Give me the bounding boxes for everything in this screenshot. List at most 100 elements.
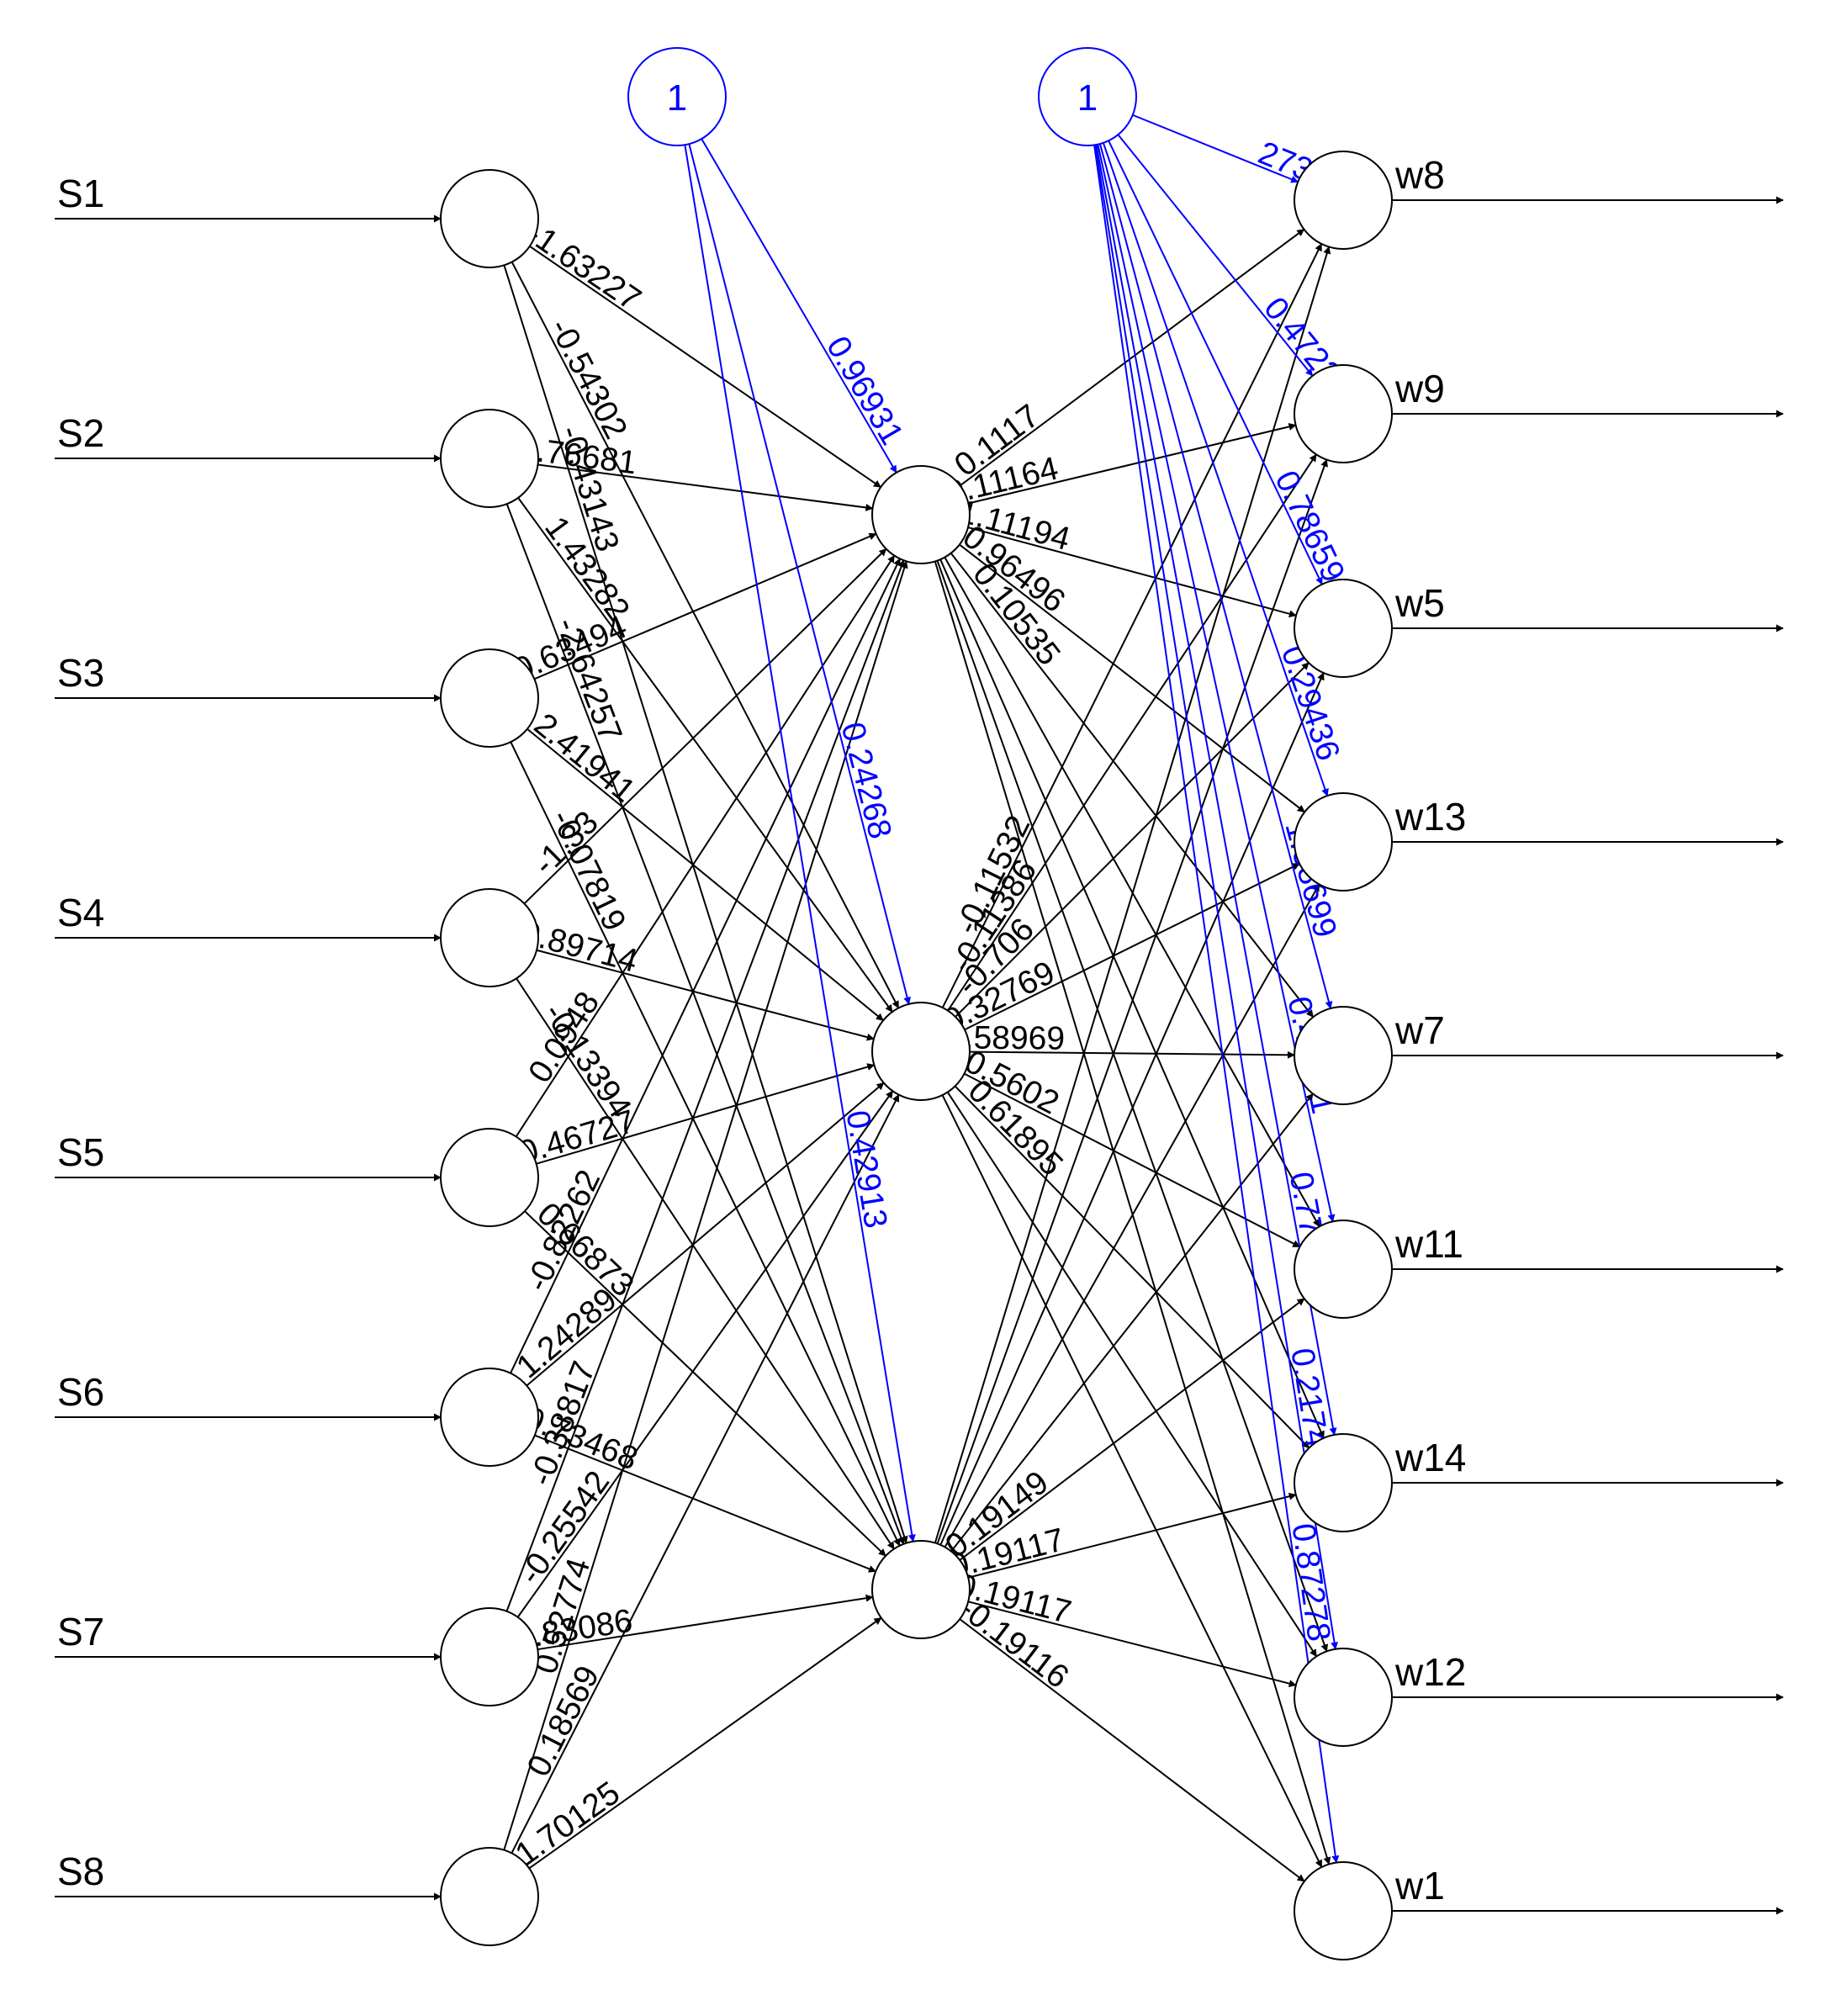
- edge-s8-h2: [511, 1093, 900, 1854]
- edge-s8-h1: [503, 560, 908, 1850]
- edge-h3-o6: [959, 1298, 1305, 1561]
- bias-weight-label-h1: 0.96931: [819, 331, 910, 451]
- input-label-2: S2: [57, 411, 104, 455]
- output-label-4: w13: [1394, 795, 1466, 839]
- bias-edge-o1: [1132, 114, 1299, 183]
- input-label-5: S5: [57, 1130, 104, 1174]
- edge-h2-o4: [964, 862, 1300, 1031]
- output-label-2: w9: [1394, 367, 1445, 410]
- input-node-4: [440, 888, 539, 987]
- edge-s6-h3: [534, 1434, 876, 1573]
- edge-s8-h3: [528, 1617, 882, 1870]
- output-node-4: [1294, 792, 1393, 892]
- edge-h3-o8: [967, 1601, 1297, 1688]
- hidden-node-1: [871, 465, 971, 564]
- hidden-node-3: [871, 1540, 971, 1639]
- bias-edge-o8: [1094, 145, 1339, 1650]
- edge-h3-o4: [944, 883, 1320, 1548]
- bias-edge-o3: [1108, 140, 1323, 585]
- input-node-3: [440, 648, 539, 748]
- bias-edge-h1: [701, 138, 897, 474]
- input-node-7: [440, 1607, 539, 1706]
- bias-weight-label-h3: 0.42913: [839, 1108, 893, 1230]
- bias-weight-label-o9: 0.87278: [1284, 1521, 1336, 1644]
- edge-s6-h1: [510, 558, 901, 1374]
- edge-h1-o3: [967, 526, 1297, 618]
- edge-h1-o9: [934, 561, 1331, 1865]
- input-node-6: [440, 1368, 539, 1467]
- output-node-3: [1294, 579, 1393, 678]
- bias-node-output: [1038, 47, 1137, 146]
- output-label-5: w7: [1394, 1008, 1445, 1052]
- edge-h2-o9: [941, 1094, 1323, 1868]
- edge-s6-h2: [526, 1082, 885, 1387]
- edge-s4-h3: [516, 977, 895, 1550]
- weight-label-s1-h1: -1.63227: [520, 215, 647, 319]
- edge-s2-h2: [517, 497, 893, 1013]
- bias-node-hidden-label: 1: [667, 77, 687, 119]
- output-node-9: [1294, 1861, 1393, 1960]
- edge-s5-h1: [515, 554, 896, 1137]
- bias-edge-o4: [1102, 142, 1329, 796]
- edge-h1-o4: [959, 543, 1305, 813]
- edge-h1-o2: [968, 422, 1297, 505]
- output-node-6: [1294, 1220, 1393, 1319]
- bias-node-output-label: 1: [1077, 77, 1098, 119]
- edge-s3-h1: [533, 532, 877, 680]
- input-label-8: S8: [57, 1849, 104, 1893]
- bias-weight-label-h2: 0.24268: [834, 718, 899, 842]
- edge-h2-o3: [955, 662, 1310, 1018]
- edge-h2-o1: [941, 243, 1323, 1008]
- input-label-1: S1: [57, 172, 104, 215]
- input-label-3: S3: [57, 651, 104, 695]
- edge-s1-h1: [529, 245, 881, 489]
- input-node-8: [440, 1847, 539, 1946]
- bias-edge-o2: [1117, 134, 1314, 377]
- output-label-7: w14: [1394, 1436, 1466, 1479]
- bias-edge-h3: [684, 145, 916, 1542]
- edge-s2-h1: [537, 463, 874, 511]
- edge-h1-o8: [936, 560, 1329, 1653]
- edge-h3-o7: [967, 1492, 1297, 1579]
- output-node-1: [1294, 151, 1393, 250]
- edge-h2-o7: [954, 1085, 1310, 1449]
- edge-h2-o6: [964, 1072, 1301, 1248]
- bias-node-hidden: [627, 47, 727, 146]
- edge-h3-o9: [959, 1618, 1305, 1882]
- edge-h2-o2: [947, 453, 1317, 1012]
- edge-h1-o1: [959, 228, 1305, 487]
- output-node-8: [1294, 1648, 1393, 1747]
- edge-s4-h2: [536, 949, 875, 1041]
- input-label-4: S4: [57, 891, 104, 934]
- bias-edge-o6: [1097, 144, 1336, 1223]
- edge-s1-h3: [503, 265, 908, 1544]
- edge-s1-h2: [511, 262, 900, 1009]
- input-node-5: [440, 1128, 539, 1227]
- edge-s5-h3: [524, 1210, 886, 1557]
- edge-h3-o3: [939, 672, 1325, 1546]
- edge-h3-o5: [950, 1093, 1314, 1553]
- connection-layer: [503, 114, 1340, 1882]
- edge-s2-h3: [505, 503, 905, 1545]
- output-node-2: [1294, 364, 1393, 463]
- bias-edge-o5: [1098, 143, 1333, 1009]
- input-node-2: [440, 409, 539, 508]
- edge-h1-o7: [939, 558, 1325, 1439]
- output-label-1: w8: [1394, 153, 1445, 197]
- edge-s5-h2: [536, 1063, 876, 1165]
- edge-s3-h2: [526, 728, 884, 1022]
- output-label-8: w12: [1394, 1650, 1466, 1694]
- edge-h3-o2: [936, 458, 1328, 1544]
- hidden-node-2: [871, 1002, 971, 1101]
- edge-h1-o6: [944, 557, 1320, 1228]
- output-node-5: [1294, 1006, 1393, 1105]
- edge-s7-h2: [516, 1090, 894, 1618]
- bias-edge-o9: [1093, 145, 1340, 1864]
- output-label-3: w5: [1394, 581, 1445, 625]
- input-label-7: S7: [57, 1610, 104, 1654]
- bias-edge-h2: [688, 143, 911, 1005]
